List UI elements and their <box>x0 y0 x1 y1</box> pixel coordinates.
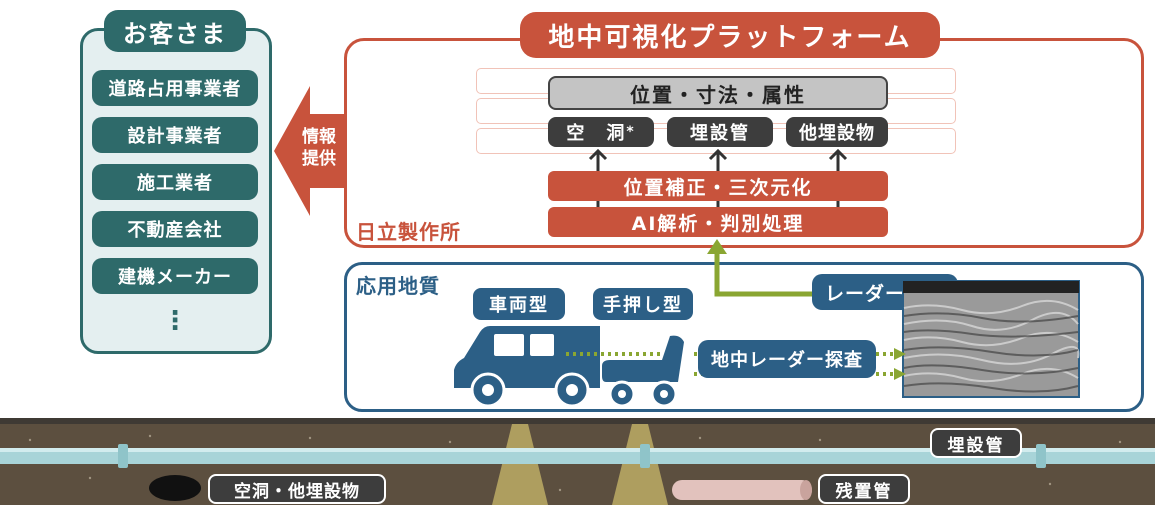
residual-pipe-label: 残置管 <box>818 474 910 504</box>
customer-item: 不動産会社 <box>92 211 258 247</box>
cavity-label: 空洞・他埋設物 <box>208 474 386 504</box>
info-arrow-icon <box>274 86 346 216</box>
customers-title: お客さま <box>104 10 246 52</box>
platform-org-label: 日立製作所 <box>356 220 461 244</box>
platform-title: 地中可視化プラットフォーム <box>520 12 940 58</box>
category-other-buried: 他埋設物 <box>786 117 888 147</box>
step-ai-analysis: AI解析・判別処理 <box>548 207 888 237</box>
soil-texture <box>0 424 1155 505</box>
geology-org-label: 応用地質 <box>356 274 440 298</box>
info-arrow-line2: 提供 <box>302 149 336 169</box>
handcart-icon <box>602 335 684 408</box>
customers-list: 道路占用事業者 設計事業者 施工業者 不動産会社 建機メーカー <box>92 70 258 294</box>
step-position-correction: 位置補正・三次元化 <box>548 171 888 201</box>
info-arrow-line1: 情報 <box>302 127 336 147</box>
buried-pipe-label: 埋設管 <box>930 428 1022 458</box>
survey-truck-icon <box>454 326 600 408</box>
data-flow-arrow <box>707 239 820 297</box>
radar-survey-label: 地中レーダー探査 <box>698 340 876 378</box>
category-cavity-label: 空 洞 <box>566 123 627 144</box>
vehicle-type-label: 車両型 <box>473 288 565 320</box>
customer-item: 道路占用事業者 <box>92 70 258 106</box>
customer-item: 設計事業者 <box>92 117 258 153</box>
attribute-header: 位置・寸法・属性 <box>548 76 888 110</box>
dotted-connectors <box>566 348 906 380</box>
customer-item: 建機メーカー <box>92 258 258 294</box>
handcart-type-label: 手押し型 <box>593 288 693 320</box>
cavity-footnote-mark: * <box>626 124 636 140</box>
category-buried-pipe: 埋設管 <box>667 117 773 147</box>
info-arrow-label: 情報 提供 <box>294 126 344 170</box>
customer-item: 施工業者 <box>92 164 258 200</box>
category-cavity: 空 洞* <box>548 117 654 147</box>
more-indicator: ⋮ <box>162 306 188 336</box>
radar-image <box>902 280 1080 398</box>
